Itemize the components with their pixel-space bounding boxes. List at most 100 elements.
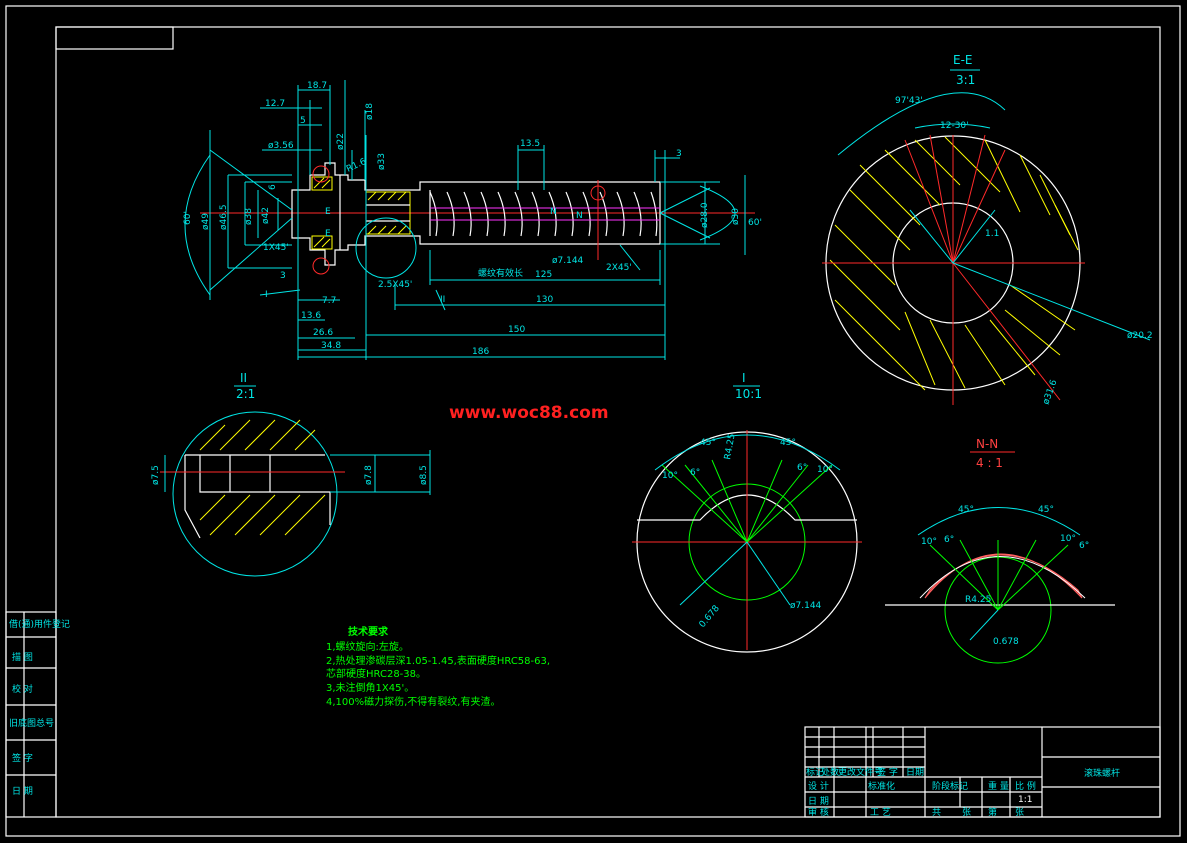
tech-requirements: 技术要求 1,螺纹旋向:左旋。 2,热处理渗碳层深1.05-1.45,表面硬度H…	[326, 625, 550, 708]
ee-angle-2: 12-30'	[940, 121, 969, 131]
view-ii-title: II	[240, 371, 247, 385]
nn-angle-45-right: 45°	[1038, 505, 1054, 515]
i-angle-6-left: 6°	[690, 468, 700, 478]
ii-dim-7-8: ø7.8	[364, 465, 374, 485]
tb-r12: 张	[1015, 807, 1024, 818]
i-dim-0-678: 0.678	[698, 604, 722, 630]
nn-angle-6-left: 6°	[944, 535, 954, 545]
dim-3-56: ø3.56	[268, 141, 294, 151]
dim-7-144: ø7.144	[552, 256, 584, 266]
view-nn-title: N-N	[976, 437, 998, 451]
i-angle-10-right: 10°	[817, 465, 833, 475]
dim-186: 186	[472, 347, 489, 357]
nn-angle-10-right: 10°	[1060, 534, 1076, 544]
dim-13-5: 13.5	[520, 139, 540, 149]
tb-h3: 更改文件号	[838, 766, 883, 778]
dim-30: ø30	[731, 208, 741, 225]
tb-r2: 标准化	[868, 780, 895, 792]
tech-title: 技术要求	[348, 625, 389, 638]
dim-3: 3	[676, 149, 682, 159]
view-ee-title: E-E	[953, 53, 973, 67]
tb-r8: 日 期	[808, 796, 829, 807]
view-i-title: I	[742, 371, 746, 385]
i-radius-4-25: R4.25	[723, 433, 737, 461]
tech-line-4: 3,未注倒角1X45'。	[326, 681, 414, 694]
tb-r10: 张	[962, 807, 971, 818]
tb-r6: 审 核	[808, 806, 829, 818]
tech-line-5: 4,100%磁力探伤,不得有裂纹,有夹渣。	[326, 695, 501, 708]
dim-5: 5	[300, 116, 306, 126]
dim-130: 130	[536, 295, 553, 305]
view-ii: II 2:1 ø7.5 ø7.8 ø8.5	[151, 371, 431, 577]
nn-angle-45-left: 45°	[958, 505, 974, 515]
label-thread-length: 螺纹有效长	[478, 267, 523, 279]
view-nn: N-N 4 : 1 45° 45° 10° 10° 6° 6° R4.25 0.…	[885, 437, 1115, 664]
dim-34-8: 34.8	[321, 341, 341, 351]
dim-2x45: 2X45'	[606, 263, 632, 273]
main-view: 18.7 12.7 5 ø3.56 ø22 ø18 R1.6 ø33 13.5 …	[183, 80, 762, 360]
label-n-right: N	[576, 211, 583, 221]
dim-46-5: ø46.5	[219, 204, 229, 230]
view-i-scale: 10:1	[735, 387, 762, 401]
i-angle-45-left: 45°	[700, 438, 716, 448]
ee-angle-1: 97'43'	[895, 96, 923, 106]
dim-42: ø42	[261, 207, 271, 224]
i-angle-6-right: 6°	[797, 463, 807, 473]
dim-150: 150	[508, 325, 525, 335]
tb-r5: 比 例	[1015, 780, 1036, 792]
tech-line-3: 芯部硬度HRC28-38。	[326, 667, 426, 680]
tb-r9: 共	[932, 807, 941, 818]
sidebar-item-5: 日 期	[12, 786, 33, 797]
label-e-bottom: E	[325, 229, 331, 239]
dim-18-7: 18.7	[307, 81, 327, 91]
nn-radius-4-25: R4.25	[965, 595, 991, 605]
dim-26-6: 26.6	[313, 328, 333, 338]
dim-33: ø33	[377, 153, 387, 170]
ee-dim-1-1: 1.1	[985, 229, 999, 239]
tech-line-2: 2,热处理渗碳层深1.05-1.45,表面硬度HRC58-63,	[326, 654, 550, 667]
view-i: I 10:1 45° 45° R4.25 10° 10° 6° 6° ø7.14…	[632, 371, 862, 653]
dim-2-5x45: 2.5X45'	[378, 280, 412, 290]
tb-h5: 日期	[906, 767, 924, 778]
sidebar-table: 借(通)用件登记 描 图 校 对 旧底图总号 签 字 日 期	[5, 611, 70, 818]
nn-angle-10-left: 10°	[921, 537, 937, 547]
i-dim-7-144: ø7.144	[790, 601, 822, 611]
sidebar-item-1: 描 图	[12, 651, 33, 663]
tb-h4: 签 字	[877, 766, 898, 778]
sidebar-item-3: 旧底图总号	[9, 717, 54, 729]
tb-h1: 标记	[806, 766, 824, 778]
dim-3b: 3	[280, 271, 286, 281]
dim-1x45: 1X45'	[263, 243, 289, 253]
dim-125: 125	[535, 270, 552, 280]
drawing-frame	[5, 5, 1181, 837]
dim-13-6: 13.6	[301, 311, 321, 321]
tb-r4: 重 量	[988, 780, 1009, 792]
tb-part-name: 滚珠螺杆	[1084, 767, 1120, 779]
label-i: I	[265, 290, 268, 300]
ii-dim-8-5: ø8.5	[419, 465, 429, 485]
tb-h2: 处数	[821, 766, 839, 778]
label-ii: II	[440, 295, 445, 305]
view-nn-scale: 4 : 1	[976, 456, 1003, 470]
dim-6: 6	[268, 184, 278, 190]
i-angle-45-right: 45°	[780, 438, 796, 448]
tb-r7: 工 艺	[870, 807, 891, 818]
ee-dim-20-2: ø20.2	[1127, 331, 1153, 341]
ee-dim-31-6: ø31.6	[1041, 378, 1059, 406]
sidebar-item-2: 校 对	[12, 683, 33, 695]
dim-7-7: 7.7	[322, 296, 336, 306]
dim-49: ø49	[201, 213, 211, 230]
sidebar-item-4: 签 字	[12, 752, 33, 764]
ii-dim-7-5: ø7.5	[151, 465, 161, 485]
tb-r3: 阶段标记	[932, 780, 968, 792]
dim-12-7: 12.7	[265, 99, 285, 109]
view-ii-scale: 2:1	[236, 387, 255, 401]
tb-r1: 设 计	[808, 780, 829, 792]
i-angle-10-left: 10°	[662, 471, 678, 481]
sidebar-item-0: 借(通)用件登记	[9, 618, 70, 630]
dim-60-left: 60'	[183, 211, 193, 225]
watermark: www.woc88.com	[449, 403, 609, 423]
dim-38: ø38	[244, 208, 254, 225]
view-ee-scale: 3:1	[956, 73, 975, 87]
